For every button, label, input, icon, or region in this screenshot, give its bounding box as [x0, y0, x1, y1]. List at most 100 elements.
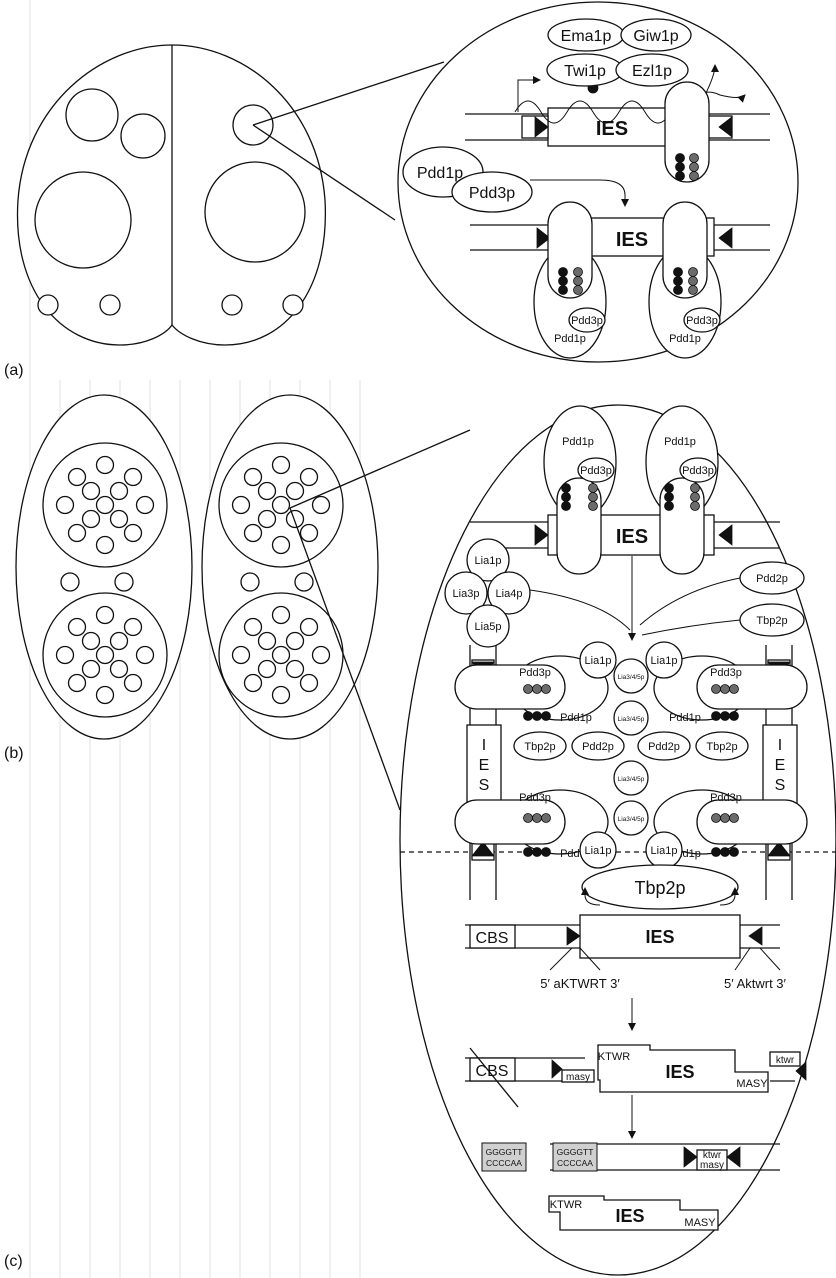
vesicle-dot — [95, 495, 115, 515]
vesicle-dot — [271, 495, 291, 515]
panel-a: IES Ema1p Giw1p Twi1p Ezl1p Pdd1p Pdd3p — [4, 1, 799, 379]
vesicle-dot — [271, 685, 291, 705]
masy-lower-c2: masy — [700, 1160, 724, 1171]
vesicle-dot — [311, 495, 331, 515]
protein-lia345-3: Lia3/4/5p — [618, 776, 645, 783]
vesicle-dot — [285, 509, 305, 529]
ies-label-c3: IES — [615, 1206, 644, 1226]
protein-lia345-4: Lia3/4/5p — [618, 816, 645, 823]
protein-ema1p: Ema1p — [561, 28, 612, 45]
vesicle-dot — [109, 659, 129, 679]
cbs-label-c1: CBS — [476, 930, 509, 947]
protein-lia1p-b3: Lia1p — [651, 655, 678, 667]
ktwr-upper-c1: KTWR — [598, 1051, 630, 1063]
vesicle-dot — [123, 617, 143, 637]
panel-label-a: (a) — [4, 362, 24, 379]
ktwr-lower-c1: ktwr — [776, 1055, 795, 1066]
protein-pdd1p-a3: Pdd1p — [669, 333, 701, 345]
vesicle-dot — [299, 523, 319, 543]
panel-label-b: (b) — [4, 745, 24, 762]
vesicle-dot — [81, 509, 101, 529]
vesicle-dot — [55, 495, 75, 515]
protein-lia3p: Lia3p — [453, 588, 480, 600]
protein-lia345-1: Lia3/4/5p — [618, 674, 645, 681]
protein-pdd3p-a3: Pdd3p — [686, 315, 718, 327]
vesicle-dot — [95, 535, 115, 555]
protein-tbp2p-b2: Tbp2p — [524, 741, 555, 753]
ies-label-b1: IES — [616, 526, 648, 548]
vesicle-dot — [81, 481, 101, 501]
masy-upper-c2: MASY — [684, 1217, 716, 1229]
vesicle-dot — [95, 685, 115, 705]
ies-vertical-left-i: I — [482, 737, 486, 754]
vesicle-dot — [67, 467, 87, 487]
protein-pdd1p-a2: Pdd1p — [554, 333, 586, 345]
vesicle-dot — [271, 645, 291, 665]
vesicle-dot — [81, 631, 101, 651]
vesicle-dot — [285, 631, 305, 651]
protein-lia1p-b5: Lia1p — [651, 845, 678, 857]
protein-pdd3p-a2: Pdd3p — [571, 315, 603, 327]
vesicle-dot — [311, 645, 331, 665]
ies-vertical-right-s: S — [775, 777, 786, 794]
ies-vertical-left-s: S — [479, 777, 490, 794]
vesicle-dot — [299, 673, 319, 693]
protein-lia1p-b2: Lia1p — [585, 655, 612, 667]
protein-pdd1p-a1: Pdd1p — [417, 165, 463, 182]
protein-pdd1p-b4: Pdd1p — [669, 712, 701, 724]
vesicle-dot — [257, 509, 277, 529]
vesicle-dot — [271, 455, 291, 475]
ies-label-a2: IES — [616, 229, 648, 251]
protein-pdd2p-b1: Pdd2p — [756, 573, 788, 585]
protein-lia5p: Lia5p — [475, 621, 502, 633]
protein-pdd2p-b3: Pdd2p — [648, 741, 680, 753]
panel-b: IES Pdd1p Pdd3p Pdd1p Pdd3p Lia1p Lia3p … — [4, 394, 836, 1276]
protein-pdd1p-b2: Pdd1p — [664, 436, 696, 448]
vesicle-dot — [257, 481, 277, 501]
vesicle-dot — [123, 673, 143, 693]
protein-pdd2p-b2: Pdd2p — [582, 741, 614, 753]
vesicle-dot — [109, 509, 129, 529]
vesicle-dot — [109, 631, 129, 651]
vesicle-dot — [55, 645, 75, 665]
protein-pdd3p-b5: Pdd3p — [519, 792, 551, 804]
protein-pdd3p-b6: Pdd3p — [710, 792, 742, 804]
vesicle-dot — [285, 659, 305, 679]
ies-vertical-left-e: E — [479, 757, 490, 774]
protein-lia1p-b4: Lia1p — [585, 845, 612, 857]
vesicle-dot — [95, 645, 115, 665]
vesicle-dot — [67, 523, 87, 543]
masy-lower-c1: masy — [566, 1072, 590, 1083]
protein-tbp2p-b1: Tbp2p — [756, 615, 787, 627]
vesicle-dot — [271, 605, 291, 625]
vesicle-dot — [81, 659, 101, 679]
nuclear-vesicles — [55, 455, 331, 705]
telomere-box-2 — [552, 1142, 598, 1172]
panel-c: Tbp2p CBS IES 5′ aKTWRT 3′ 5′ Aktwrt 3′ … — [4, 864, 807, 1270]
vesicle-dot — [123, 523, 143, 543]
protein-lia4p: Lia4p — [496, 588, 523, 600]
protein-pdd1p-b3: Pdd1p — [560, 712, 592, 724]
ies-label-c1: IES — [645, 927, 674, 947]
ies-vertical-right-e: E — [775, 757, 786, 774]
telomere-box-1 — [481, 1142, 527, 1172]
telomere-bottom-2: CCCCAA — [557, 1158, 593, 1168]
vesicle-dot — [299, 467, 319, 487]
ktwr-upper-c2: KTWR — [550, 1199, 582, 1211]
protein-giw1p: Giw1p — [633, 28, 678, 45]
protein-ezl1p: Ezl1p — [632, 63, 672, 80]
protein-pdd3p-b4: Pdd3p — [710, 667, 742, 679]
protein-tbp2p-c: Tbp2p — [634, 878, 685, 898]
vesicle-dot — [67, 673, 87, 693]
protein-tbp2p-b3: Tbp2p — [706, 741, 737, 753]
vesicle-dot — [257, 631, 277, 651]
sequence-right-end: 5′ Aktwrt 3′ — [724, 976, 787, 991]
protein-pdd1p-b1: Pdd1p — [562, 436, 594, 448]
telomere-top-1: GGGGTT — [486, 1147, 523, 1157]
vesicle-dot — [95, 455, 115, 475]
vesicle-dot — [243, 467, 263, 487]
vesicle-dot — [135, 645, 155, 665]
vesicle-dot — [285, 481, 305, 501]
protein-pdd3p-b3: Pdd3p — [519, 667, 551, 679]
